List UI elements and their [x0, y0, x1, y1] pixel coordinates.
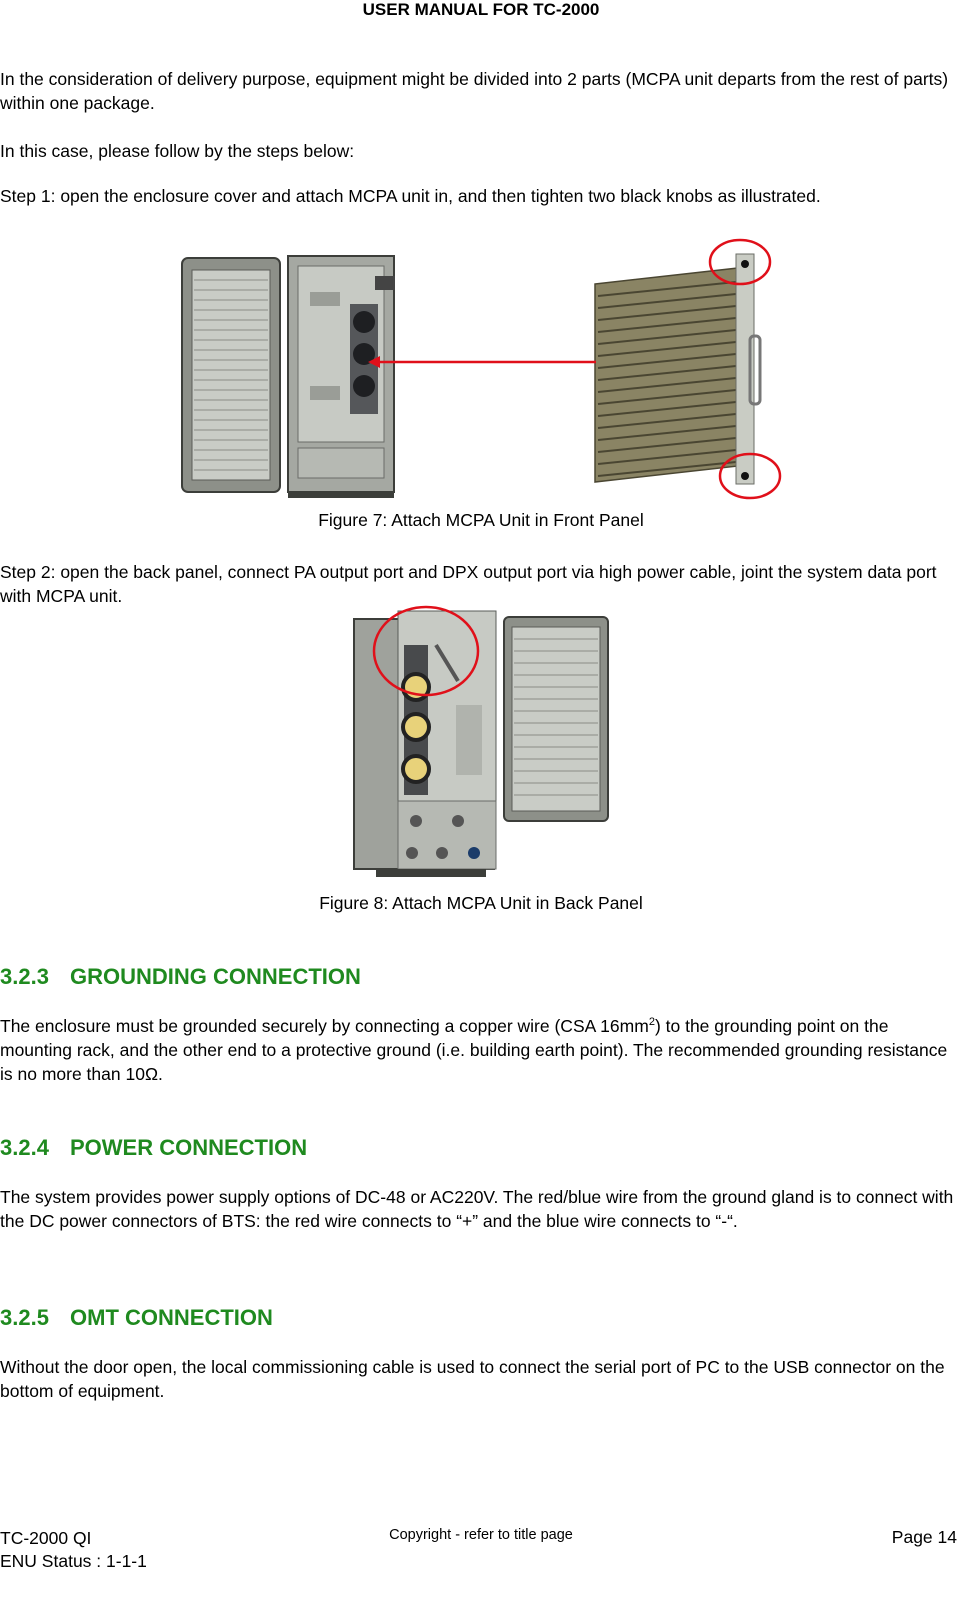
power-paragraph: The system provides power supply options…: [0, 1187, 954, 1231]
footer-copyright: Copyright - refer to title page: [389, 1527, 573, 1543]
footer-page-number: Page 14: [891, 1527, 957, 1547]
section-title: OMT CONNECTION: [70, 1305, 273, 1330]
section-heading-omt: 3.2.5 OMT CONNECTION: [0, 1305, 273, 1331]
cabinet-back: [353, 610, 497, 877]
step2-text: Step 2: open the back panel, connect PA …: [0, 562, 937, 606]
enclosure-cabinet: [287, 255, 395, 498]
header-title: USER MANUAL FOR TC-2000: [362, 0, 600, 19]
highlight-annotations: [368, 238, 782, 500]
footer-doc-id: TC-2000 QI: [0, 1528, 92, 1548]
enclosure-door: [181, 257, 281, 493]
figure-8-caption: Figure 8: Attach MCPA Unit in Back Panel: [319, 893, 643, 913]
open-back-door: [503, 616, 609, 822]
highlight-circle: [372, 605, 480, 697]
intro-steps-note: In this case, please follow by the steps…: [0, 141, 355, 161]
omt-paragraph: Without the door open, the local commiss…: [0, 1357, 945, 1401]
figure-8-photo: [353, 605, 609, 877]
figure-7-photo: [181, 238, 782, 500]
footer-status: ENU Status : 1-1-1: [0, 1551, 147, 1571]
section-title: GROUNDING CONNECTION: [70, 964, 361, 989]
step1-text: Step 1: open the enclosure cover and att…: [0, 186, 821, 206]
intro-paragraph: In the consideration of delivery purpose…: [0, 69, 949, 113]
section-number: 3.2.5: [0, 1305, 49, 1330]
grounding-paragraph: The enclosure must be grounded securely …: [0, 1016, 948, 1084]
section-number: 3.2.4: [0, 1135, 49, 1160]
section-title: POWER CONNECTION: [70, 1135, 308, 1160]
section-number: 3.2.3: [0, 964, 49, 989]
section-heading-power: 3.2.4 POWER CONNECTION: [0, 1135, 307, 1161]
figure-7-caption: Figure 7: Attach MCPA Unit in Front Pane…: [318, 510, 644, 530]
section-heading-grounding: 3.2.3 GROUNDING CONNECTION: [0, 964, 361, 990]
mcpa-module: [594, 253, 762, 485]
